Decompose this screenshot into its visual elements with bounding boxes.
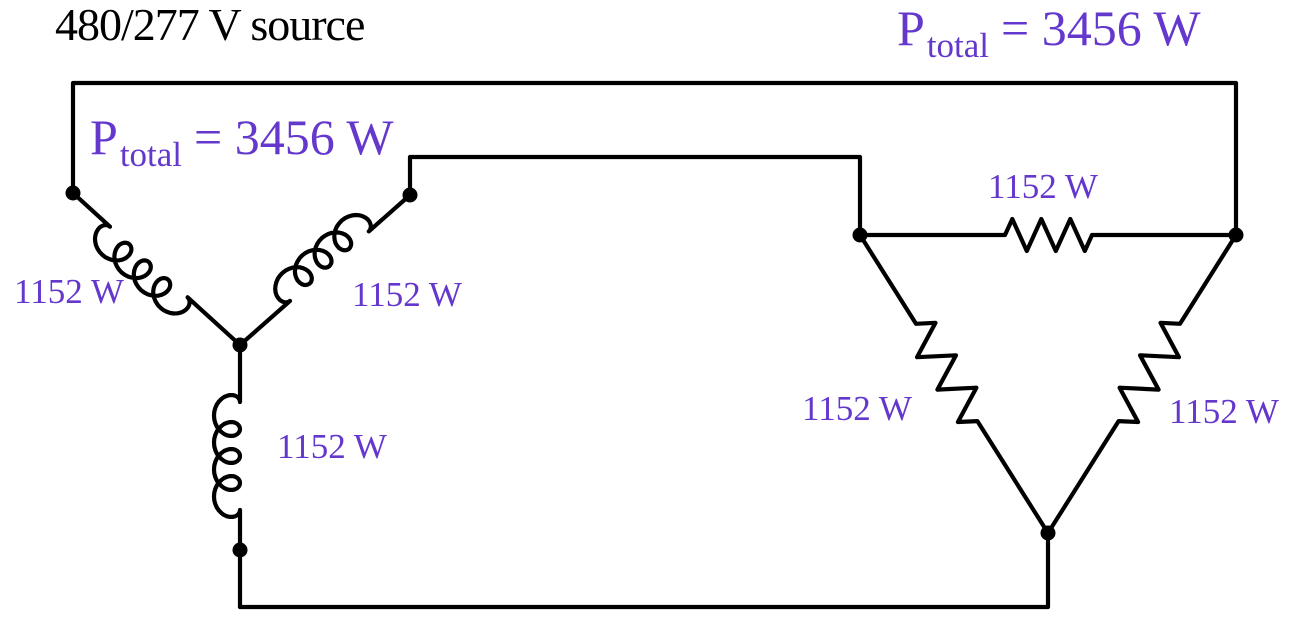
delta-right-watts-label: 1152 W	[1169, 392, 1279, 431]
resistor-delta-left	[857, 232, 1051, 536]
junction-dot	[1040, 525, 1056, 541]
junction-dot	[402, 187, 418, 203]
wye-bottom-watts-label: 1152 W	[277, 427, 387, 466]
inductor-wye-right	[237, 192, 413, 348]
delta-power-value: = 3456 W	[1001, 0, 1201, 56]
wye-power-symbol: P	[90, 109, 118, 165]
junction-dot	[232, 542, 248, 558]
delta-top-watts-label: 1152 W	[988, 167, 1098, 206]
resistor-delta-top	[857, 216, 1239, 254]
source-voltage-label: 480/277 V source	[55, 0, 365, 50]
delta-power-subscript: total	[926, 26, 990, 65]
resistor-delta-right	[1045, 232, 1239, 536]
delta-left-watts-label: 1152 W	[802, 389, 912, 428]
wye-left-watts-label: 1152 W	[14, 272, 124, 311]
wire-top-bus	[70, 80, 1239, 238]
wye-right-watts-label: 1152 W	[352, 275, 462, 314]
wire-bottom-bus	[237, 530, 1051, 610]
junction-dot	[65, 185, 81, 201]
junction-dot	[1228, 227, 1244, 243]
delta-power-total-label: Ptotal = 3456 W	[897, 3, 1201, 63]
wire-middle-bus	[407, 154, 863, 238]
delta-power-symbol: P	[897, 0, 925, 56]
junction-dot	[852, 227, 868, 243]
inductor-wye-bottom	[211, 342, 243, 610]
wye-power-value: = 3456 W	[194, 109, 394, 165]
inductor-wye-left	[70, 190, 243, 348]
wye-power-subscript: total	[119, 135, 183, 174]
junction-dot	[232, 337, 248, 353]
wye-power-total-label: Ptotal = 3456 W	[90, 112, 394, 172]
